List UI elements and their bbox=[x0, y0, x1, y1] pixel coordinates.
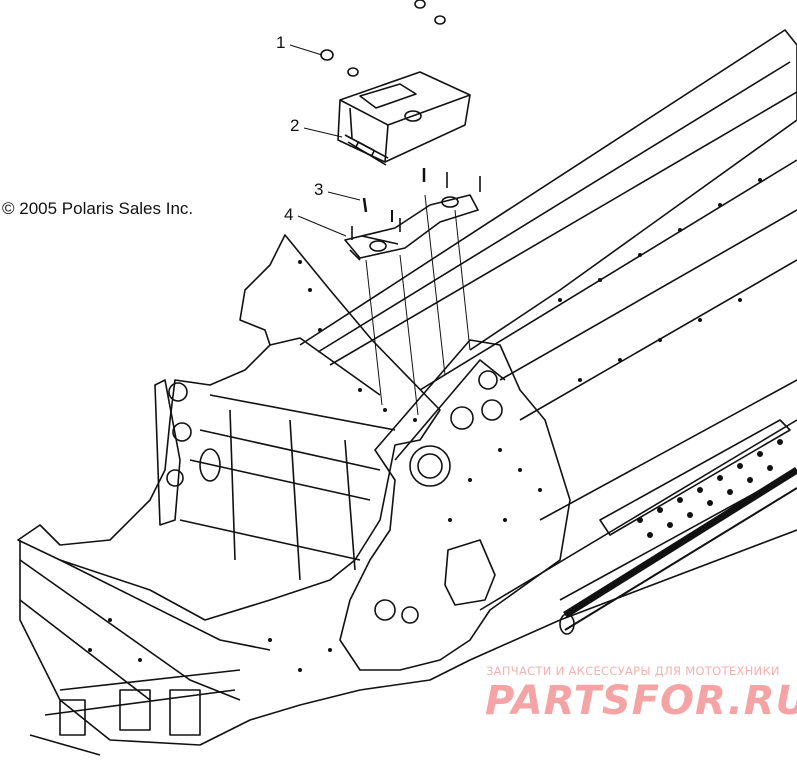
rivet-dots bbox=[88, 178, 783, 672]
callout-4: 4 bbox=[284, 205, 294, 224]
callout-1: 1 bbox=[276, 33, 286, 52]
left-frame-posts bbox=[154, 379, 192, 526]
side-plate bbox=[339, 339, 571, 671]
callout-2: 2 bbox=[290, 116, 300, 135]
mounting-bracket bbox=[344, 172, 481, 261]
copyright-notice: © 2005 Polaris Sales Inc. bbox=[2, 199, 194, 218]
watermark-tagline: ЗАПЧАСТИ И АКСЕССУАРЫ ДЛЯ МОТОТЕХНИКИ bbox=[486, 664, 780, 678]
ecu-module bbox=[337, 71, 471, 166]
assembly-lines bbox=[365, 194, 471, 416]
nuts bbox=[320, 0, 446, 77]
watermark-brand: PARTSFOR.RU bbox=[485, 678, 797, 724]
callout-3: 3 bbox=[314, 180, 324, 199]
screws bbox=[362, 168, 426, 222]
leader-lines bbox=[289, 44, 361, 237]
bulkhead-plate bbox=[17, 234, 441, 621]
rear-tube bbox=[559, 467, 797, 635]
lower-frame bbox=[19, 540, 561, 756]
